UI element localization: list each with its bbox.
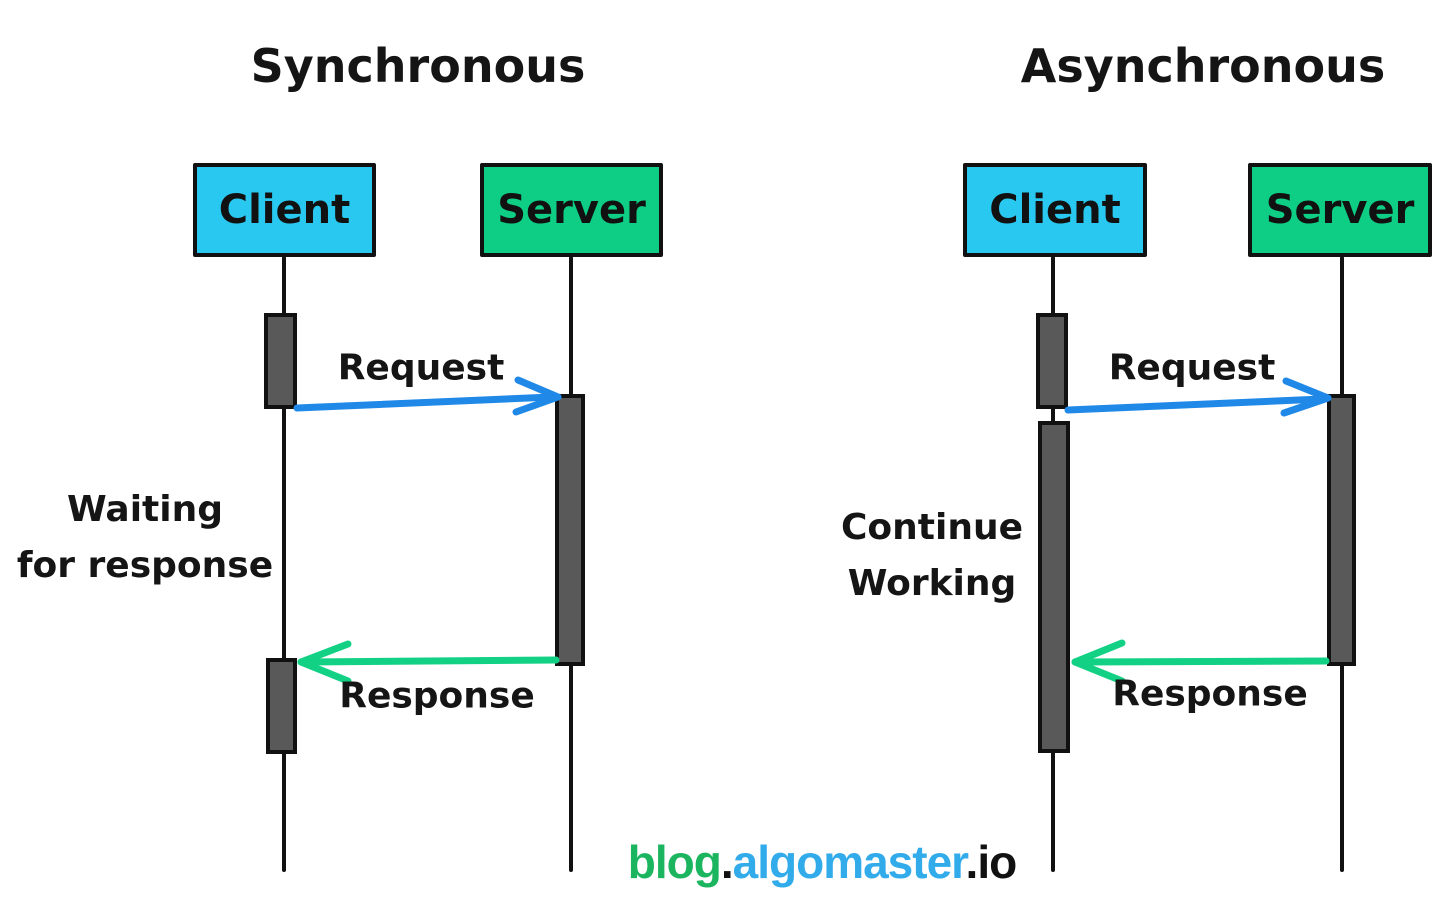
right-client-activation-1: [1036, 313, 1068, 409]
left-client-activation-1: [264, 313, 297, 409]
right-server-activation: [1327, 394, 1356, 666]
continue-working-note: Continue Working: [841, 500, 1023, 612]
right-server-label: Server: [1265, 187, 1415, 233]
left-client-activation-2: [266, 658, 297, 754]
right-request-label: Request: [1108, 347, 1276, 389]
left-diagram-title: Synchronous: [250, 39, 586, 93]
footer-dot1: .: [720, 836, 734, 888]
left-server-activation: [555, 394, 585, 666]
right-server-box: Server: [1248, 163, 1432, 257]
left-client-box: Client: [193, 163, 376, 257]
right-client-label: Client: [989, 187, 1121, 233]
waiting-note-line1: Waiting: [66, 489, 224, 530]
waiting-note-line2: for response: [16, 545, 274, 586]
footer-dot2: .: [965, 836, 979, 888]
waiting-for-response-note: Waiting for response: [17, 482, 273, 594]
left-server-label: Server: [497, 187, 646, 233]
right-diagram-title: Asynchronous: [1020, 39, 1386, 93]
left-request-arrow: [293, 376, 562, 416]
left-client-label: Client: [218, 187, 351, 233]
left-response-label: Response: [339, 675, 535, 717]
continue-note-line2: Working: [847, 563, 1017, 604]
footer-blog: blog: [627, 836, 722, 888]
left-response-arrow: [297, 640, 560, 685]
right-response-label: Response: [1112, 673, 1308, 715]
left-server-box: Server: [480, 163, 663, 257]
right-client-box: Client: [963, 163, 1147, 257]
right-response-arrow: [1071, 639, 1330, 685]
right-client-activation-2: [1038, 421, 1070, 753]
left-request-label: Request: [337, 347, 505, 389]
footer-io: io: [977, 836, 1017, 888]
continue-note-line1: Continue: [840, 507, 1024, 548]
footer-watermark: blog.algomaster.io: [627, 835, 1017, 889]
footer-algomaster: algomaster: [732, 836, 967, 888]
right-request-arrow: [1064, 377, 1332, 417]
activation-bars: [264, 313, 1356, 754]
